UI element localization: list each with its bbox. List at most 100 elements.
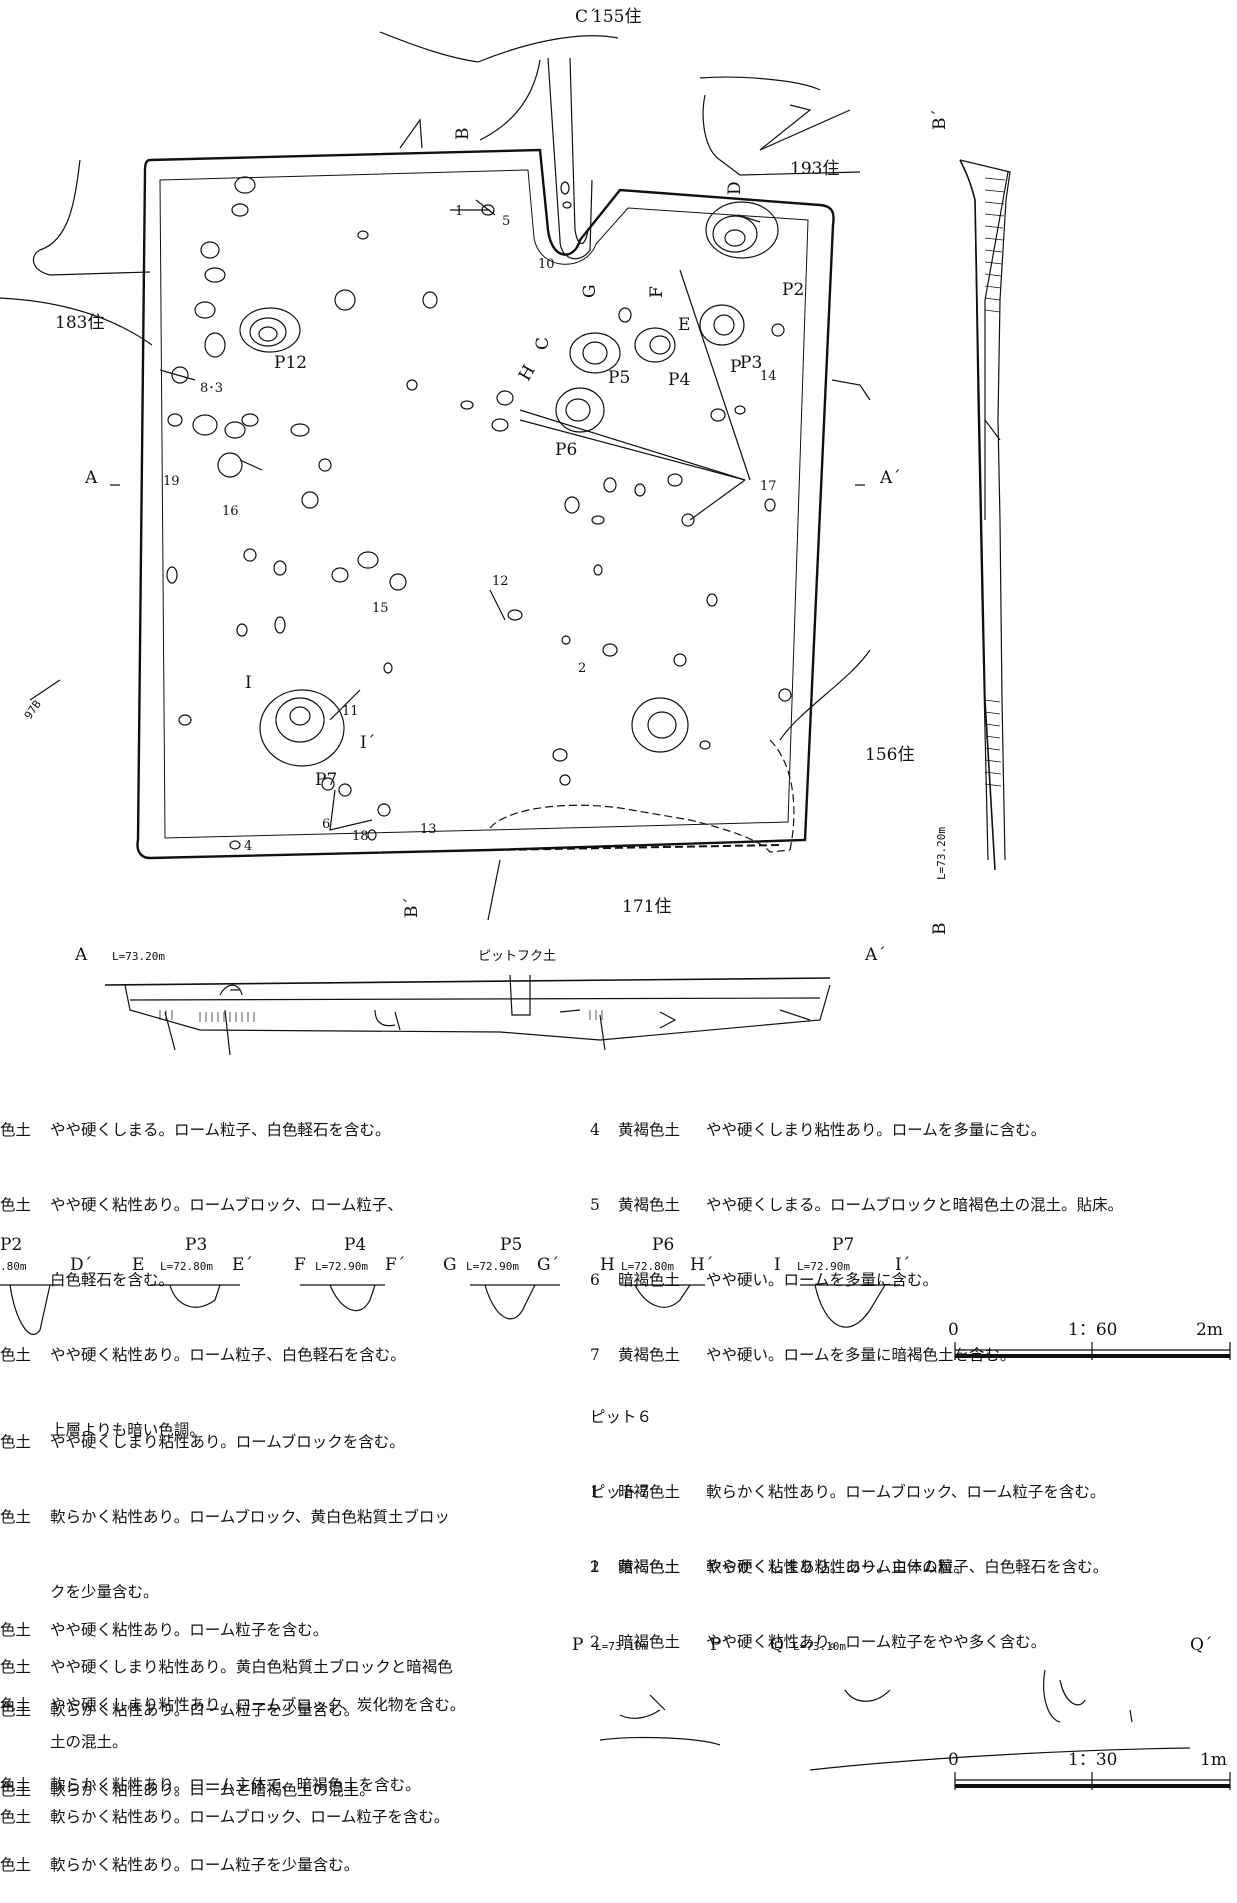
label-pit-p3: P3 [740, 353, 762, 373]
section-a-elev: L=73.20m [112, 950, 165, 963]
legend-cat: 黄褐色土 [618, 1346, 681, 1364]
legend-row: 色土やや硬く粘性あり。ローム粒子、白色軽石を含む。 [0, 1343, 406, 1368]
scale-30-end: 1m [1200, 1750, 1227, 1770]
legend-row: 5 黄褐色土 やや硬くしまる。ロームブロックと暗褐色土の混土。貼床。 [590, 1193, 1123, 1218]
legend-text: 上層よりも暗い色調。 [50, 1421, 205, 1439]
pit-elev: L=72.90m [466, 1260, 519, 1273]
num-5: 5 [502, 214, 510, 229]
pit-name: P2 [0, 1235, 22, 1255]
excavation-plan: C´ 155住 193住 183住 156住 171住 A A´ B B´ B´… [0, 7, 1231, 1790]
section-q-elev: L=73.10m [793, 1640, 846, 1653]
scale-30-ratio: 1：30 [1068, 1750, 1117, 1770]
label-pit-p7: P7 [315, 770, 337, 790]
legend-main-left: 色土やや硬くしまる。ローム粒子、白色軽石を含む。 色土やや硬く粘性あり。ロームブ… [0, 1068, 406, 1468]
legend-row: クを少量含む。 [0, 1580, 453, 1605]
pit-right: E´ [232, 1255, 253, 1275]
label-section-a-prime: A´ [879, 468, 901, 488]
legend-row: 色土やや硬くしまり粘性あり。ロームブロックを含む。 [0, 1430, 453, 1455]
legend-text: 軟らかく粘性あり。ロームブロック、ローム粒子を含む。 [706, 1483, 1106, 1501]
legend-text: やや硬い。ロームを多量に暗褐色土を含む。 [706, 1346, 1016, 1364]
num-12: 12 [492, 574, 509, 589]
legend-text: クを少量含む。 [50, 1583, 159, 1601]
label-pit-p12: P12 [274, 353, 307, 373]
pit-name: P7 [832, 1235, 854, 1255]
num-8-3: 8･3 [200, 381, 223, 396]
legend-text: 軟らかく粘性あり。ローム主体の層。 [706, 1558, 969, 1576]
legend-text: やや硬く粘性あり。ローム粒子、白色軽石を含む。 [50, 1346, 406, 1364]
legend-text: やや硬くしまり粘性あり。ロームブロック、炭化物を含む。 [50, 1696, 466, 1714]
legend-row: 上層よりも暗い色調。 [0, 1418, 406, 1443]
num-10: 10 [538, 257, 555, 272]
legend-num: 2 [590, 1633, 600, 1651]
legend-cat: 黄褐色土 [618, 1196, 681, 1214]
scale-60-end: 2m [1196, 1320, 1223, 1340]
label-c-prime: C´ [575, 7, 597, 27]
legend-cat: 黄褐色土 [618, 1121, 681, 1139]
label-e: E [678, 315, 690, 335]
legend-cat: 色土 [0, 1701, 32, 1719]
legend-row: 色土やや硬くしまる。ローム粒子、白色軽石を含む。 [0, 1118, 406, 1143]
legend-cat: 色土 [0, 1781, 32, 1799]
label-house-156: 156住 [865, 745, 914, 765]
num-2: 2 [578, 661, 586, 676]
scale-30-zero: 0 [948, 1750, 959, 1770]
label-side-b-prime: B´ [930, 109, 950, 130]
num-4: 4 [244, 839, 252, 854]
label-side-elev: L=73.20m [935, 827, 948, 880]
pit-left: H [600, 1255, 615, 1275]
section-q-prime: Q´ [1190, 1635, 1212, 1655]
section-a-left: A [74, 945, 88, 965]
legend-cat: 色土 [0, 1433, 32, 1451]
num-11: 11 [342, 704, 359, 719]
legend-pits-left-3: 色土軟らかく粘性あり。ローム粒子を少量含む。 色土軟らかく粘性あり。ローム主体で… [0, 1648, 421, 1823]
pit-elev: L=72.80m [621, 1260, 674, 1273]
section-p-prime: P´ [710, 1635, 730, 1655]
legend-row: 色土やや硬くしまり粘性あり。ロームブロック、炭化物を含む。 [0, 1693, 465, 1718]
legend-cat: 色土 [0, 1856, 32, 1874]
label-house-183: 183住 [55, 313, 104, 333]
legend-text: 白色軽石を含む。 [50, 1271, 175, 1289]
label-i-prime: I´ [360, 733, 375, 753]
legend-text: やや硬くしまり粘性あり。ローム粒子、白色軽石を含む。 [706, 1558, 1109, 1576]
house-outer-wall [136, 148, 835, 860]
legend-text: 軟らかく粘性あり。ロームと暗褐色土の混土。 [50, 1781, 375, 1799]
num-19: 19 [163, 474, 180, 489]
legend-text: やや硬い。ロームを多量に含む。 [706, 1271, 939, 1289]
house-155-outline [477, 35, 619, 63]
scale-60-ratio: 1：60 [1068, 1320, 1117, 1340]
legend-row: 色土やや硬くしまり粘性あり。黄白色粘質土ブロックと暗褐色 [0, 1655, 453, 1680]
legend-text: やや硬くしまり粘性あり。ロームブロックを含む。 [50, 1433, 405, 1451]
pit-name: P5 [500, 1235, 522, 1255]
label-pit-p5: P5 [608, 368, 630, 388]
section-a-title: ピットフク土 [478, 949, 556, 964]
pit-elev: L=72.80m [160, 1260, 213, 1273]
pit-left: F [294, 1255, 306, 1275]
num-13: 13 [420, 822, 437, 837]
legend-text: やや硬く粘性あり。ロームブロック、ローム粒子、 [50, 1196, 403, 1214]
legend-text: 軟らかく粘性あり。ローム粒子を少量含む。 [50, 1701, 360, 1719]
legend-text: 軟らかく粘性あり。ロームブロック、黄白色粘質土ブロッ [50, 1508, 450, 1526]
section-p: P [572, 1635, 583, 1655]
legend-cat: 色土 [0, 1121, 32, 1139]
legend-num: 5 [590, 1196, 600, 1214]
label-side-b: B [930, 923, 950, 936]
legend-row: 土の混土。 [0, 1730, 453, 1755]
legend-text: やや硬くしまる。ロームブロックと暗褐色土の混土。貼床。 [706, 1196, 1124, 1214]
pit-right: D´ [70, 1255, 92, 1275]
legend-row: 色土やや硬く粘性あり。ロームブロック、ローム粒子、 [0, 1193, 406, 1218]
legend-row: 色土やや硬く粘性あり。ローム粒子を含む。 [0, 1618, 465, 1643]
pit-name: P6 [652, 1235, 674, 1255]
section-p-elev: L=73.10m [595, 1640, 648, 1653]
legend-text: やや硬く粘性あり。ローム粒子をやや多く含む。 [706, 1633, 1047, 1651]
legend-text: 軟らかく粘性あり。ローム主体で、暗褐色土を含む。 [50, 1776, 421, 1794]
pit-left: I [774, 1255, 781, 1275]
legend-row: 白色軽石を含む。 [0, 1268, 406, 1293]
label-f: F [647, 286, 667, 298]
legend-cat: 暗褐色土 [618, 1483, 681, 1501]
legend-pits-left: 色土やや硬くしまり粘性あり。ロームブロックを含む。 色土軟らかく粘性あり。ローム… [0, 1380, 453, 1855]
legend-text: やや硬くしまり粘性あり。黄白色粘質土ブロックと暗褐色 [50, 1658, 453, 1676]
num-17: 17 [760, 479, 777, 494]
